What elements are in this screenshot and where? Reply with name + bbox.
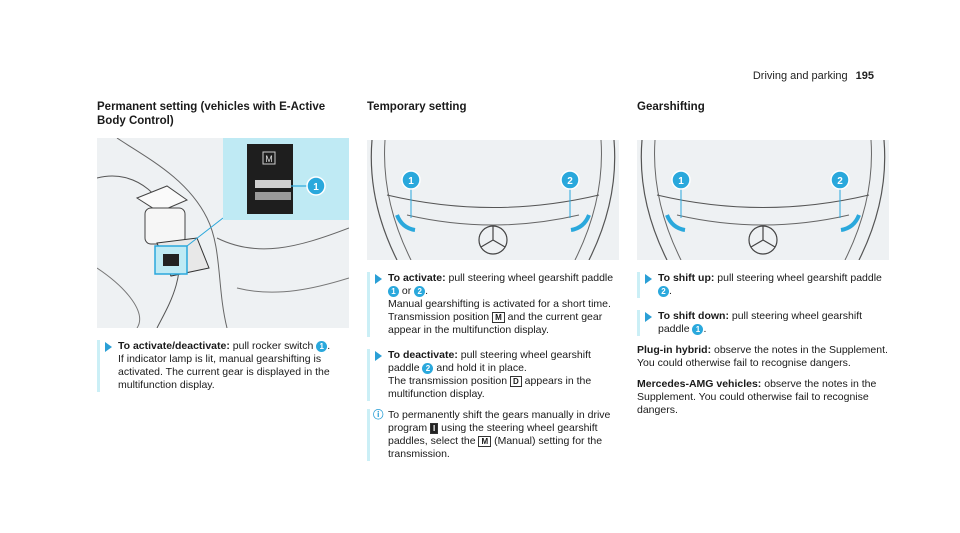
callout-1: 1 [408, 176, 414, 187]
callout-ref: 1 [388, 285, 399, 297]
step-text: . [703, 323, 707, 335]
column-temporary-setting: Temporary setting 1 2 To activate: pull … [367, 100, 619, 461]
section-heading: Gearshifting [637, 101, 705, 113]
step-shift-up: To shift up: pull steering wheel gearshi… [637, 272, 892, 298]
step-detail: appears in the multifunction display. [388, 375, 592, 400]
step-text: or [399, 285, 415, 297]
column-permanent-setting: Permanent setting (vehicles with E-Activ… [97, 100, 349, 392]
step-text-end: . [327, 340, 331, 352]
page-number: 195 [855, 70, 874, 82]
rocker-switch-illustration: M 1 [97, 138, 349, 328]
note-text: observe the notes in the Supplement. You… [637, 344, 888, 369]
step-label: To activate: [388, 272, 446, 284]
gear-d-symbol: D [509, 375, 522, 387]
gear-m-symbol: M [492, 311, 505, 323]
note-text: To permanently shift the gears manually … [388, 409, 611, 434]
step-detail: Manual gearshifting is activated for a s… [388, 298, 611, 323]
step-shift-down: To shift down: pull steering wheel gears… [637, 310, 892, 336]
info-note: ⓘ To permanently shift the gears manuall… [367, 409, 619, 461]
step-arrow-icon [105, 342, 112, 352]
step-label: To shift up: [658, 272, 715, 284]
step-label: To shift down: [658, 310, 729, 322]
callout-1: 1 [678, 176, 684, 187]
step-text: pull steering wheel gearshift paddle [445, 272, 614, 284]
callout-2: 2 [567, 176, 573, 187]
note-text: observe the notes in the Supplement. You… [637, 378, 877, 416]
callout-ref: 2 [658, 285, 669, 297]
step-arrow-icon [375, 351, 382, 361]
gear-m-symbol: M [478, 435, 492, 447]
note-text: (Manual) setting for the transmission. [388, 435, 603, 460]
step-detail: If indicator lamp is lit, manual gearshi… [118, 353, 330, 391]
step-text: . [669, 285, 672, 297]
step-text: and hold it in place. [433, 362, 527, 374]
info-icon: ⓘ [373, 409, 384, 421]
steering-wheel-illustration: 1 2 [367, 140, 619, 260]
step-text: pull rocker switch [229, 340, 317, 352]
note-label: Mercedes-AMG vehicles: [637, 378, 762, 390]
step-activate: To activate: pull steering wheel gearshi… [367, 272, 619, 337]
step-label: To deactivate: [388, 349, 458, 361]
section-heading: Temporary setting [367, 101, 467, 113]
step-text: pull steering wheel gearshift paddle [388, 349, 591, 374]
step-label: To activate/deactivate: [118, 340, 230, 352]
callout-ref: 1 [692, 323, 704, 335]
section-heading: Permanent setting (vehicles with E-Activ… [97, 101, 326, 127]
page-header: Driving and parking 195 [753, 70, 874, 82]
step-text: . [425, 285, 429, 297]
amg-note: Mercedes-AMG vehicles: observe the notes… [637, 378, 892, 417]
step-activate-deactivate: To activate/deactivate: pull rocker swit… [97, 340, 349, 392]
drive-program-icon: I [430, 422, 439, 434]
callout-ref: 1 [316, 340, 328, 352]
callout-1: 1 [313, 182, 319, 193]
note-text: using the steering wheel gearshift paddl… [388, 422, 598, 447]
step-detail: and the current gear appear in the multi… [388, 311, 603, 336]
steering-wheel-illustration: 1 2 [637, 140, 889, 260]
column-gearshifting: Gearshifting 1 2 To shift up: pull steer… [637, 100, 892, 417]
switch-m-symbol: M [265, 154, 273, 164]
callout-2: 2 [837, 176, 843, 187]
note-label: Plug-in hybrid: [637, 344, 712, 356]
step-arrow-icon [645, 312, 652, 322]
callout-ref: 2 [414, 285, 426, 297]
step-deactivate: To deactivate: pull steering wheel gears… [367, 349, 619, 401]
step-detail: The transmission position [388, 375, 510, 387]
step-text: pull steering wheel gearshift paddle [714, 272, 882, 284]
step-arrow-icon [375, 274, 382, 284]
step-arrow-icon [645, 274, 652, 284]
plugin-hybrid-note: Plug-in hybrid: observe the notes in the… [637, 344, 892, 370]
section-title: Driving and parking [752, 70, 848, 82]
callout-ref: 2 [422, 362, 434, 374]
step-text: pull steering wheel gearshift paddle [658, 310, 863, 335]
